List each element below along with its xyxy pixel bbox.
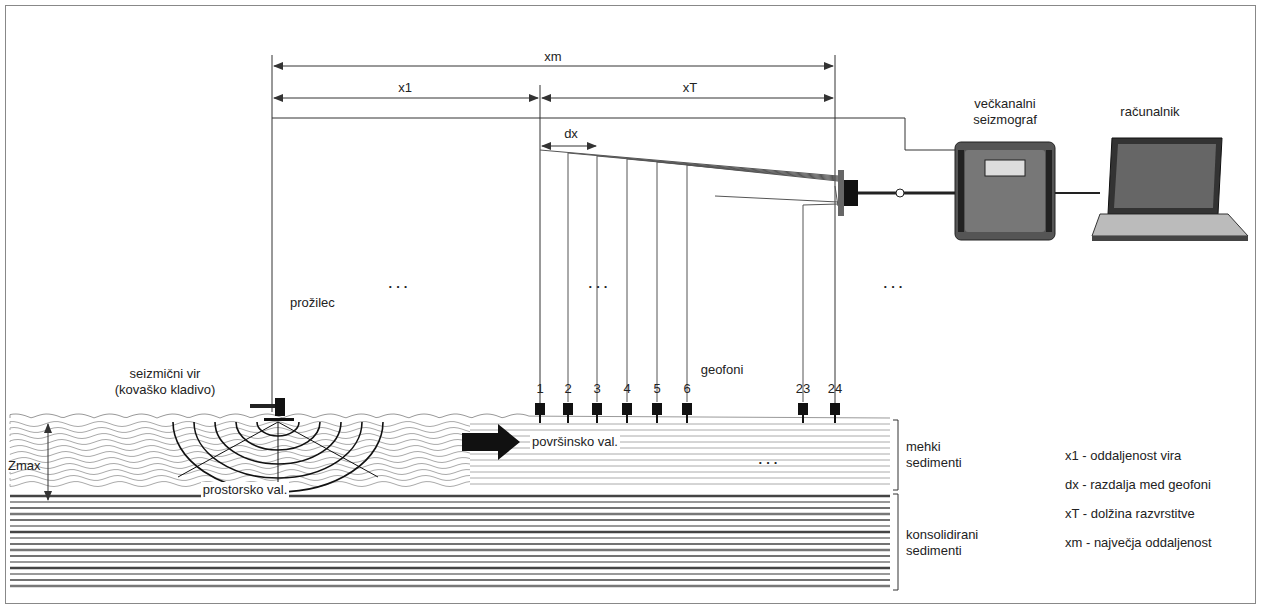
- ellipsis-mark: ...: [389, 276, 412, 292]
- callout-number: 24: [828, 381, 842, 397]
- text-label: xm - največja oddaljenost: [1065, 535, 1212, 551]
- text-label: xm: [544, 49, 561, 65]
- callout-number: 6: [683, 381, 690, 397]
- callout-number: 1: [536, 381, 543, 397]
- text-label: geofoni: [701, 362, 744, 378]
- callout-number: 3: [593, 381, 600, 397]
- text-label: x1: [398, 80, 412, 96]
- text-label: prožilec: [290, 295, 335, 311]
- text-label: dx - razdalja med geofoni: [1065, 477, 1211, 493]
- text-label: x1 - oddaljenost vira: [1065, 448, 1181, 464]
- text-label: računalnik: [1120, 104, 1179, 120]
- text-label: Zmax: [8, 458, 41, 474]
- text-label: večkanalni seizmograf: [955, 96, 1055, 128]
- callout-number: 2: [564, 381, 571, 397]
- text-label: xT - dolžina razvrstitve: [1065, 506, 1195, 522]
- text-label: seizmični vir (kovaško kladivo): [109, 366, 221, 398]
- ellipsis-mark: ...: [884, 276, 907, 292]
- callout-number: 4: [623, 381, 630, 397]
- callout-number: 5: [653, 381, 660, 397]
- text-label: dx: [564, 126, 578, 142]
- text-label: površinsko val.: [530, 434, 620, 450]
- text-label: konsolidirani sedimenti: [906, 527, 986, 559]
- ellipsis-mark: ...: [589, 276, 612, 292]
- text-label: mehki sedimenti: [906, 439, 976, 471]
- ellipsis-mark: ...: [759, 452, 782, 468]
- text-label: xT: [683, 80, 697, 96]
- callout-number: 23: [796, 381, 810, 397]
- text-label: prostorsko val.: [201, 482, 290, 498]
